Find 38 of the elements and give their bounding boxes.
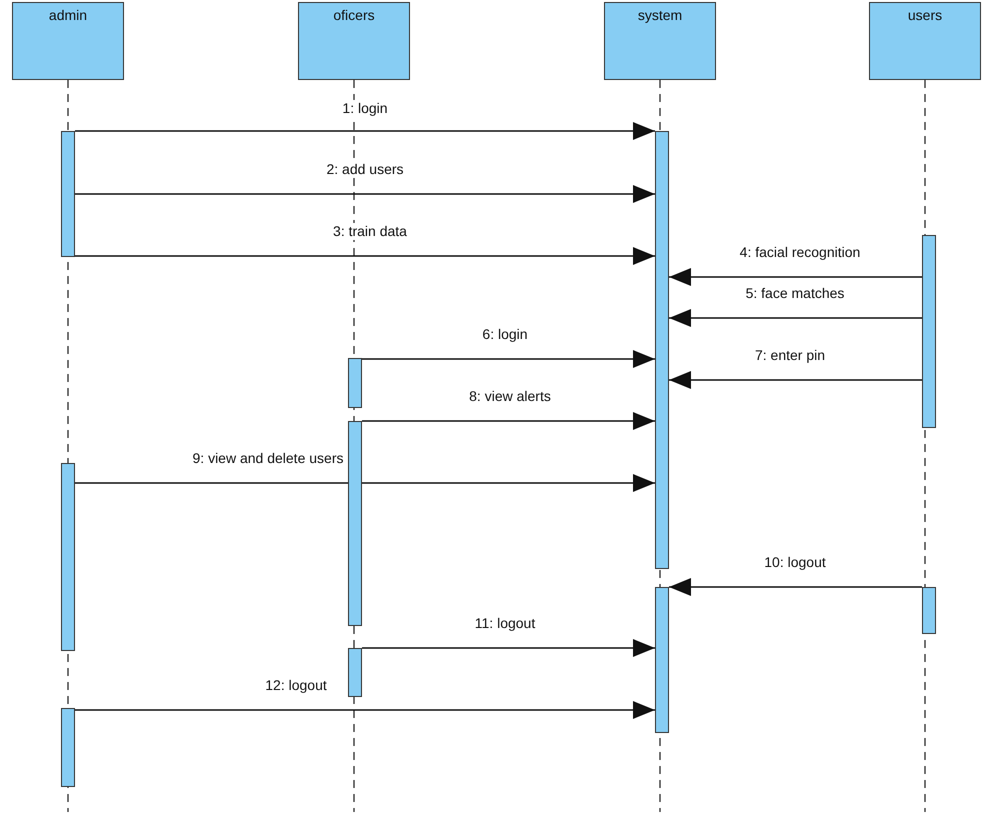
activation-bar — [61, 708, 75, 787]
lifeline-head — [869, 2, 981, 80]
message-label: 12: logout — [263, 677, 329, 694]
activation-bar — [61, 131, 75, 257]
message-arrow — [75, 701, 655, 719]
participant-name: system — [638, 7, 682, 23]
message-arrow — [362, 350, 655, 368]
activation-bar — [348, 648, 362, 697]
activation-bar — [348, 421, 362, 626]
message-arrow — [669, 268, 922, 286]
activation-bar — [922, 587, 936, 634]
participant-name: admin — [48, 7, 88, 23]
activation-bar — [655, 587, 669, 733]
message-arrow — [362, 412, 655, 430]
message-label: 1: login — [340, 100, 390, 117]
message-label: 11: logout — [472, 615, 538, 632]
message-arrow — [669, 309, 922, 327]
message-label: 10: logout — [762, 554, 828, 571]
participant-name: oficers — [333, 7, 375, 23]
message-arrow — [75, 247, 655, 265]
message-label: 3: train data — [331, 223, 409, 240]
message-arrow — [75, 122, 655, 140]
activation-bar — [61, 463, 75, 651]
message-arrow — [362, 639, 655, 657]
participant-name: users — [908, 7, 942, 23]
message-arrow — [669, 371, 922, 389]
message-arrow — [75, 185, 655, 203]
message-label: 7: enter pin — [752, 347, 828, 364]
message-label: 6: login — [480, 326, 530, 343]
lifeline-head — [604, 2, 716, 80]
activation-bar — [348, 358, 362, 408]
activation-bar — [655, 131, 669, 569]
activation-bar — [922, 235, 936, 428]
message-label: 4: facial recognition — [738, 244, 862, 261]
lifeline-head — [12, 2, 124, 80]
message-arrow — [75, 474, 655, 492]
lifeline-head — [298, 2, 410, 80]
message-arrow — [669, 578, 922, 596]
